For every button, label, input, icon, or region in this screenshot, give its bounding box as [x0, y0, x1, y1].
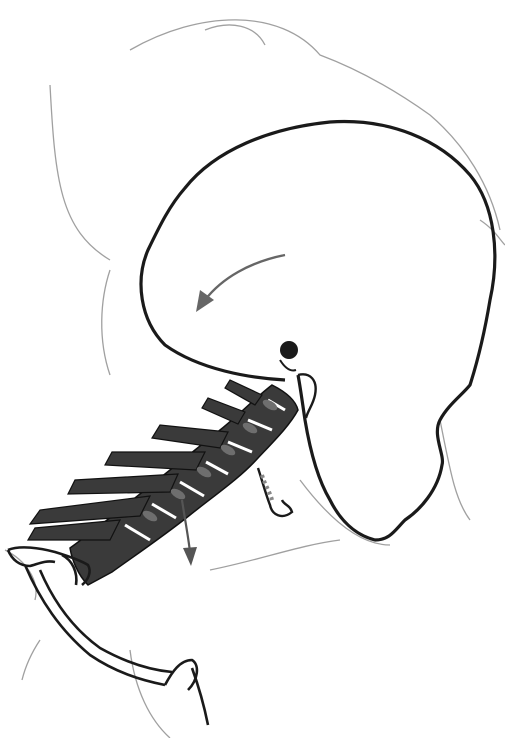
ear-canal-marker	[280, 341, 298, 359]
